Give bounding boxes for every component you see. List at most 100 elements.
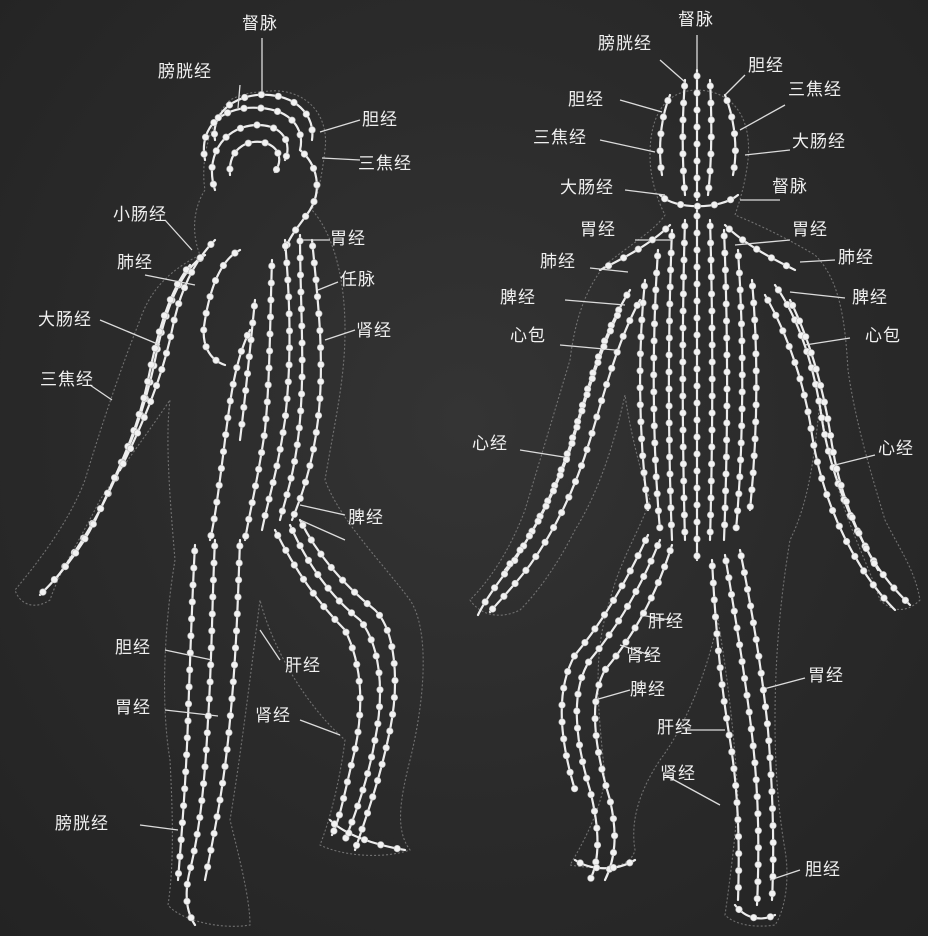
acupoint-dot [501,593,508,600]
label-pangguang-foot: 膀胱经 [55,816,109,833]
acupoint-dot [266,365,273,372]
acupoint-dot [344,779,351,786]
acupoint-dot [542,539,549,546]
acupoint-dot [291,511,298,518]
acupoint-dot [178,836,185,843]
acupoint-dot [694,519,701,526]
label-dan-back-right: 胆经 [748,58,784,75]
acupoint-dot [576,742,583,749]
acupoint-dot [707,168,714,175]
acupoint-dot [744,692,751,699]
acupoint-dot [668,505,675,512]
acupoint-dot [769,890,776,897]
acupoint-dot [346,830,353,837]
acupoint-dot [748,726,755,733]
acupoint-dot [770,856,777,863]
acupoint-dot [680,291,687,298]
acupoint-dot [620,254,627,261]
acupoint-dot [141,395,148,402]
acupoint-dot [213,148,220,155]
acupoint-dot [206,696,213,703]
label-dan-head-front: 胆经 [362,112,398,129]
acupoint-dot [637,368,644,375]
acupoint-dot [666,437,673,444]
acupoint-dot [755,810,762,817]
acupoint-dot [681,185,688,192]
acupoint-dot [577,860,584,867]
acupoint-dot [348,762,355,769]
label-sanjiao-back-right: 三焦经 [788,82,842,99]
acupoint-dot [595,749,602,756]
acupoint-dot [316,310,323,317]
acupoint-dot [187,864,194,871]
acupoint-dot [574,708,581,715]
acupoint-dot [614,312,621,319]
back-figure [470,35,920,926]
acupoint-dot [82,536,89,543]
acupoint-dot [694,264,701,271]
acupoint-dot [722,250,729,257]
acupoint-dot [163,350,170,357]
acupoint-dot [241,94,248,101]
acupoint-dot [212,277,219,284]
acupoint-dot [353,842,360,849]
acupoint-dot [246,353,253,360]
acupoint-dot [651,355,658,362]
acupoint-dot [657,524,664,531]
acupoint-dot [389,643,396,650]
acupoint-dot [325,585,332,592]
acupoint-dot [825,416,832,423]
acupoint-dot [97,505,104,512]
acupoint-dot [741,675,748,682]
acupoint-dot [595,359,602,366]
acupoint-dot [51,576,58,583]
acupoint-dot [709,410,716,417]
acupoint-dot [709,563,716,570]
acupoint-dot [161,312,168,319]
acupoint-dot [737,457,744,464]
acupoint-dot [624,292,631,299]
acupoint-dot [392,677,399,684]
acupoint-dot [191,565,198,572]
acupoint-dot [694,175,701,182]
label-dan-leg-front: 胆经 [115,640,151,657]
acupoint-dot [653,270,660,277]
acupoint-dot [830,449,837,456]
acupoint-dot [736,642,743,649]
acupoint-dot [821,431,828,438]
acupoint-dot [376,670,383,677]
acupoint-dot [90,521,97,528]
acupoint-dot [746,709,753,716]
acupoint-dot [739,338,746,345]
acupoint-dot [680,100,687,107]
acupoint-dot [753,636,760,643]
label-shen-back: 肾经 [626,648,662,665]
acupoint-dot [624,603,631,610]
acupoint-dot [507,561,514,568]
acupoint-dot [297,255,304,262]
acupoint-dot [305,557,312,564]
acupoint-dot [141,414,148,421]
acupoint-dot [694,298,701,305]
label-dan-back-foot: 胆经 [805,862,841,879]
acupoint-dot [313,429,320,436]
acupoint-dot [682,223,689,230]
acupoint-dot [843,498,850,505]
acupoint-dot [843,538,850,545]
acupoint-dot [211,543,218,550]
acupoint-dot [302,213,309,220]
acupoint-dot [182,769,189,776]
acupoint-dot [282,412,289,419]
acupoint-dot [229,696,236,703]
acupoint-dot [574,424,581,431]
acupoint-dot [543,503,550,510]
acupoint-dot [373,653,380,660]
acupoint-dot [40,589,47,596]
acupoint-dot [360,621,367,628]
acupoint-dot [208,847,215,854]
acupoint-dot [171,317,178,324]
acupoint-dot [708,134,715,141]
acupoint-dot [860,568,867,575]
acupoint-dot [297,495,304,502]
acupoint-dot [153,382,160,389]
